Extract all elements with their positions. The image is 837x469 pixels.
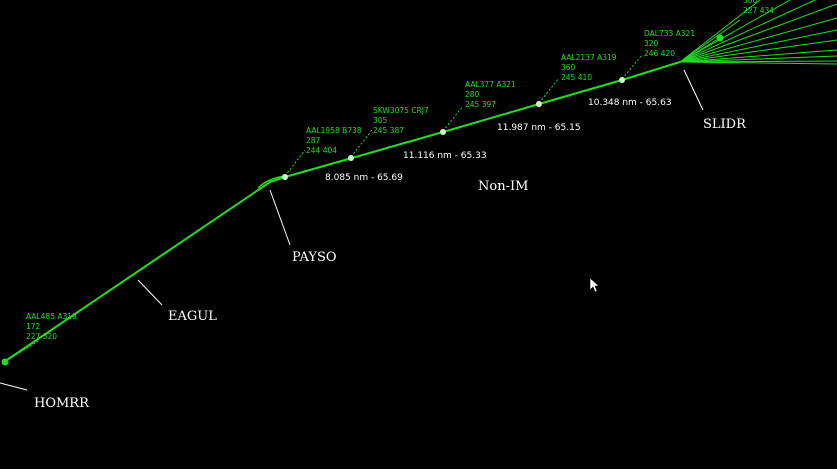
datablock-line2: 280 bbox=[465, 90, 480, 99]
datablock-line1: AAL377 A321 bbox=[465, 80, 516, 89]
target-aal485[interactable] bbox=[1, 358, 9, 366]
leader-aal485 bbox=[5, 339, 41, 362]
target-top[interactable] bbox=[716, 34, 724, 42]
datablock-line3: 244 404 bbox=[306, 146, 337, 155]
datablock-line3: 246 420 bbox=[644, 49, 675, 58]
datablock-line1: AAL2137 A319 bbox=[561, 53, 617, 62]
spacing-readout: 11.116 nm - 65.33 bbox=[403, 151, 487, 161]
leader-skw3075 bbox=[350, 129, 373, 158]
datablock-line3: 245 387 bbox=[373, 126, 404, 135]
slidr-tick bbox=[683, 69, 704, 111]
target-aal2137[interactable] bbox=[536, 101, 542, 107]
datablock-top-partial[interactable]: 300 227 434 bbox=[743, 0, 774, 15]
fix-label-payso: PAYSO bbox=[292, 250, 337, 265]
datablock-line1: SKW3075 CRJ7 bbox=[373, 106, 429, 115]
datablock-line1: AAL485 A319 bbox=[26, 312, 77, 321]
datablock-aal1958[interactable]: AAL1958 B738 287 244 404 bbox=[306, 126, 362, 155]
arrival-fan bbox=[679, 0, 837, 65]
fix-label-slidr: SLIDR bbox=[703, 117, 747, 132]
leader-aal2137 bbox=[538, 77, 560, 104]
datablock-line3: 245 410 bbox=[561, 73, 592, 82]
target-skw3075[interactable] bbox=[348, 155, 354, 161]
datablock-skw3075[interactable]: SKW3075 CRJ7 305 245 387 bbox=[373, 106, 429, 135]
zone-label: Non-IM bbox=[478, 179, 528, 194]
target-aal377[interactable] bbox=[440, 129, 446, 135]
eagul-tick bbox=[137, 279, 163, 306]
spacing-readout: 10.348 nm - 65.63 bbox=[588, 98, 672, 108]
datablock-line3: 227 434 bbox=[743, 6, 774, 15]
datablock-aal377[interactable]: AAL377 A321 280 245 397 bbox=[465, 80, 516, 109]
leader-dal733 bbox=[621, 54, 643, 80]
fix-label-eagul: EAGUL bbox=[168, 309, 217, 324]
datablock-dal733[interactable]: DAL733 A321 320 246 420 bbox=[644, 29, 695, 58]
leader-aal1958 bbox=[284, 149, 306, 177]
datablock-aal2137[interactable]: AAL2137 A319 360 245 410 bbox=[561, 53, 617, 82]
arrow-cursor-icon bbox=[589, 277, 600, 293]
datablock-line1: DAL733 A321 bbox=[644, 29, 695, 38]
fix-label-homrr: HOMRR bbox=[34, 396, 90, 411]
datablock-line2: 305 bbox=[373, 116, 388, 125]
datablock-line2: 360 bbox=[561, 63, 576, 72]
datablock-line1: AAL1958 B738 bbox=[306, 126, 362, 135]
spacing-readout: 11.987 nm - 65.15 bbox=[497, 123, 581, 133]
target-aal1958[interactable] bbox=[282, 174, 288, 180]
datablock-line3: 227 320 bbox=[26, 332, 57, 341]
approach-track bbox=[3, 61, 681, 363]
datablock-line2: 287 bbox=[306, 136, 321, 145]
leader-aal377 bbox=[442, 105, 464, 132]
payso-tick bbox=[269, 189, 291, 246]
homrr-tick bbox=[0, 382, 28, 391]
datablock-line3: 245 397 bbox=[465, 100, 496, 109]
target-dal733[interactable] bbox=[619, 77, 625, 83]
spacing-readout: 8.085 nm - 65.69 bbox=[325, 173, 403, 183]
datablock-line2: 172 bbox=[26, 322, 41, 331]
datablock-line2: 320 bbox=[644, 39, 659, 48]
datablock-aal485[interactable]: AAL485 A319 172 227 320 bbox=[26, 312, 77, 341]
datablock-line2: 300 bbox=[743, 0, 758, 5]
